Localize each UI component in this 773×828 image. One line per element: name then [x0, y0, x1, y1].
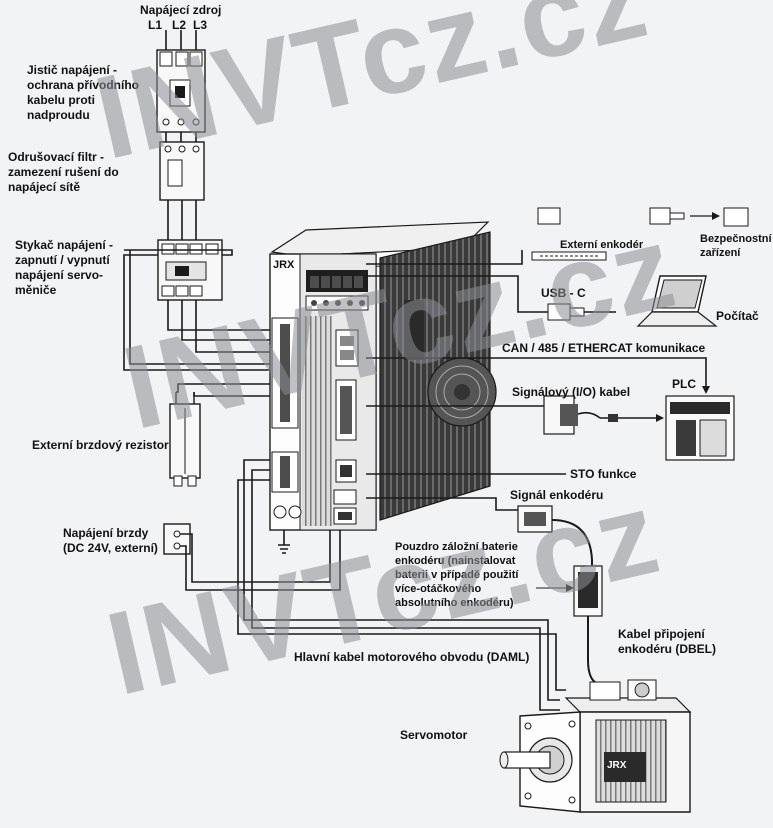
servo-drive [269, 221, 497, 531]
laptop [636, 275, 718, 327]
motor-cable-wiring [237, 459, 566, 711]
motor-cable-label: Hlavní kabel motorového obvodu (DAML) [294, 650, 530, 664]
safety-device [649, 207, 749, 227]
power-supply-lines [165, 30, 197, 240]
comm-plc-wiring [366, 357, 710, 511]
safety-device-label: Bezpečnostní zařízení [700, 233, 772, 259]
l2-label: L2 [172, 18, 187, 32]
io-cable-label: Signálový (I/O) kabel [512, 385, 631, 399]
noise-filter [159, 141, 205, 201]
encoder-cable [517, 505, 603, 685]
filter-label: Odrušovací filtr - zamezení rušení do na… [8, 150, 119, 194]
sto-label: STO funkce [570, 467, 637, 481]
servomotor [499, 679, 692, 813]
brake-resistor [169, 383, 272, 487]
external-encoder [531, 207, 607, 261]
pc-label: Počítač [716, 309, 759, 323]
contactor [157, 239, 223, 301]
drive-brand-logo: JRX [273, 259, 295, 271]
l3-label: L3 [193, 18, 208, 32]
usb-pc-wiring [366, 250, 616, 313]
plc-label: PLC [672, 377, 696, 391]
encoder-cable-label: Kabel připojení enkodéru (DBEL) [618, 627, 717, 656]
usb-plug [547, 303, 585, 321]
motor-brand-logo: JRX [607, 760, 627, 771]
breaker-label: Jistič napájení - ochrana přívodního kab… [27, 63, 140, 122]
servomotor-label: Servomotor [400, 728, 468, 742]
encoder-signal-label: Signál enkodéru [510, 488, 604, 502]
io-connector [543, 395, 618, 435]
main-power-wiring [123, 249, 272, 371]
battery-case-label: Pouzdro záložní baterie enkodéru (nainst… [395, 541, 519, 609]
contactor-label: Stykač napájení - zapnutí / vypnutí napá… [15, 238, 114, 297]
brake-resistor-label: Externí brzdový rezistor [32, 438, 169, 452]
brake-power-label: Napájení brzdy (DC 24V, externí) [63, 526, 158, 555]
usb-label: USB - C [541, 286, 586, 300]
brake-power-supply [163, 520, 341, 591]
l1-label: L1 [148, 18, 163, 32]
circuit-breaker [156, 49, 206, 133]
power-source-label: Napájecí zdroj [140, 3, 222, 17]
comm-label: CAN / 485 / ETHERCAT komunikace [502, 341, 706, 355]
ext-encoder-label: Externí enkodér [560, 239, 644, 251]
plc-unit [665, 395, 735, 461]
